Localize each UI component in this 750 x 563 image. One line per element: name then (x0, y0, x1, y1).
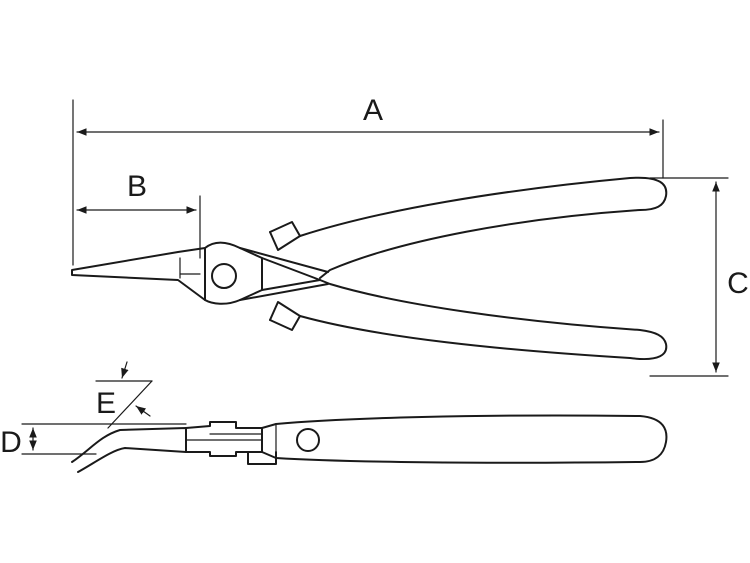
lower-arm-edge (239, 283, 329, 301)
lower-arm-inner (261, 279, 321, 291)
label-d: D (0, 426, 22, 459)
side-handle (261, 414, 668, 464)
label-a: A (363, 94, 383, 127)
dimension-d: D (0, 423, 187, 459)
dimension-a: A (72, 94, 664, 266)
joint-body (204, 241, 263, 305)
spring-clip (247, 451, 277, 465)
angle-slant-line (107, 380, 153, 429)
pliers-side-view (71, 414, 668, 473)
upper-arm-edge (239, 247, 329, 273)
dimension-e: E (95, 361, 153, 429)
pliers-top-view (71, 176, 668, 360)
pivot-rivet-icon (211, 263, 237, 289)
label-c: C (727, 267, 749, 300)
dimension-b: B (76, 170, 201, 259)
upper-handle-spring-tab (269, 231, 301, 251)
upper-arm-inner (261, 257, 321, 281)
label-b: B (127, 170, 147, 203)
dimension-c: C (649, 177, 749, 377)
angle-arrow-top (121, 361, 129, 379)
label-e: E (96, 387, 116, 420)
angle-arrow-bottom (135, 405, 151, 417)
lower-handle (269, 279, 668, 360)
side-rivet-icon (296, 428, 320, 452)
lower-handle-spring-tab (269, 301, 301, 321)
upper-handle (269, 176, 668, 279)
bent-jaw-tip (71, 427, 187, 473)
side-neck (185, 421, 263, 457)
